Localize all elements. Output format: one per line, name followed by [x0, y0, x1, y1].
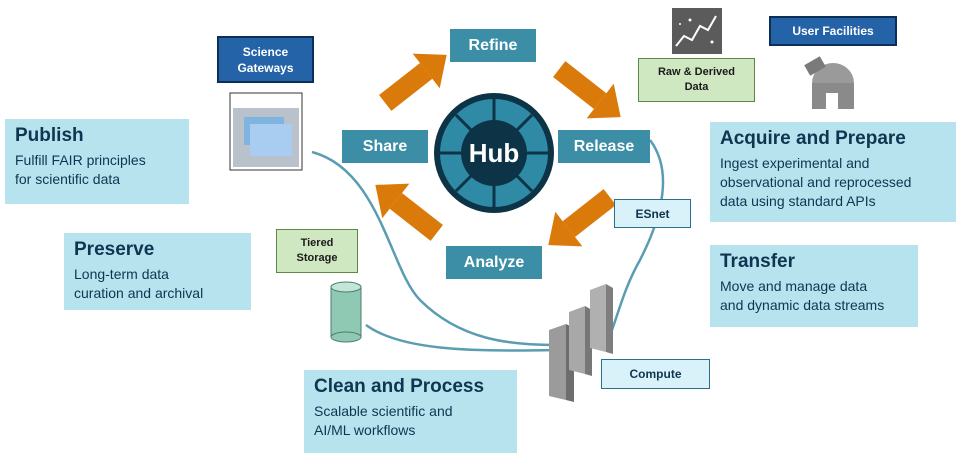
- clean-desc: Scalable scientific and AI/ML workflows: [314, 403, 453, 438]
- esnet-tag: ESnet: [614, 199, 691, 228]
- storage-connector: [365, 323, 556, 352]
- compute-tag: Compute: [601, 359, 710, 389]
- acquire-desc: Ingest experimental and observational an…: [720, 155, 912, 209]
- gateway-window-icon: [229, 92, 303, 171]
- acquire-title: Acquire and Prepare: [720, 128, 906, 149]
- refine-step: Refine: [450, 29, 536, 62]
- release-step: Release: [558, 130, 650, 163]
- publish-panel: Publish Fulfill FAIR principles for scie…: [5, 119, 189, 204]
- user-facilities-tag: User Facilities: [769, 16, 897, 46]
- transfer-panel: Transfer Move and manage data and dynami…: [710, 245, 918, 327]
- arrow-analyze-to-share: [375, 183, 443, 241]
- transfer-desc: Move and manage data and dynamic data st…: [720, 278, 885, 313]
- preserve-title: Preserve: [74, 239, 155, 260]
- raw-derived-data-tag: Raw & Derived Data: [638, 58, 755, 102]
- connector-lines: [311, 139, 665, 352]
- hub-label: Hub: [469, 138, 520, 168]
- tiered-storage-tag: Tiered Storage: [276, 229, 358, 273]
- clean-title: Clean and Process: [314, 376, 485, 397]
- publish-title: Publish: [15, 125, 84, 146]
- publish-desc: Fulfill FAIR principles for scientific d…: [15, 152, 146, 187]
- cycle-arrows: [375, 53, 621, 247]
- analyze-step: Analyze: [446, 246, 542, 279]
- clean-panel: Clean and Process Scalable scientific an…: [304, 370, 517, 453]
- share-step: Share: [342, 130, 428, 163]
- science-gateways-tag: Science Gateways: [217, 36, 314, 83]
- sky-image-icon: [672, 8, 722, 54]
- arrow-refine-to-release: [553, 61, 621, 119]
- arrow-release-to-analyze: [548, 189, 616, 247]
- arrow-share-to-refine: [379, 53, 447, 111]
- telescope-observatory-icon: [804, 56, 854, 109]
- storage-cylinder-icon: [330, 281, 362, 343]
- acquire-panel: Acquire and Prepare Ingest experimental …: [710, 122, 956, 222]
- gateway-connector: [311, 150, 556, 347]
- esnet-connector: [603, 139, 665, 346]
- transfer-title: Transfer: [720, 251, 795, 272]
- compute-towers-icon: [549, 284, 613, 402]
- preserve-panel: Preserve Long-term data curation and arc…: [64, 233, 251, 310]
- preserve-desc: Long-term data curation and archival: [74, 266, 204, 301]
- hub-wheel: [434, 93, 554, 213]
